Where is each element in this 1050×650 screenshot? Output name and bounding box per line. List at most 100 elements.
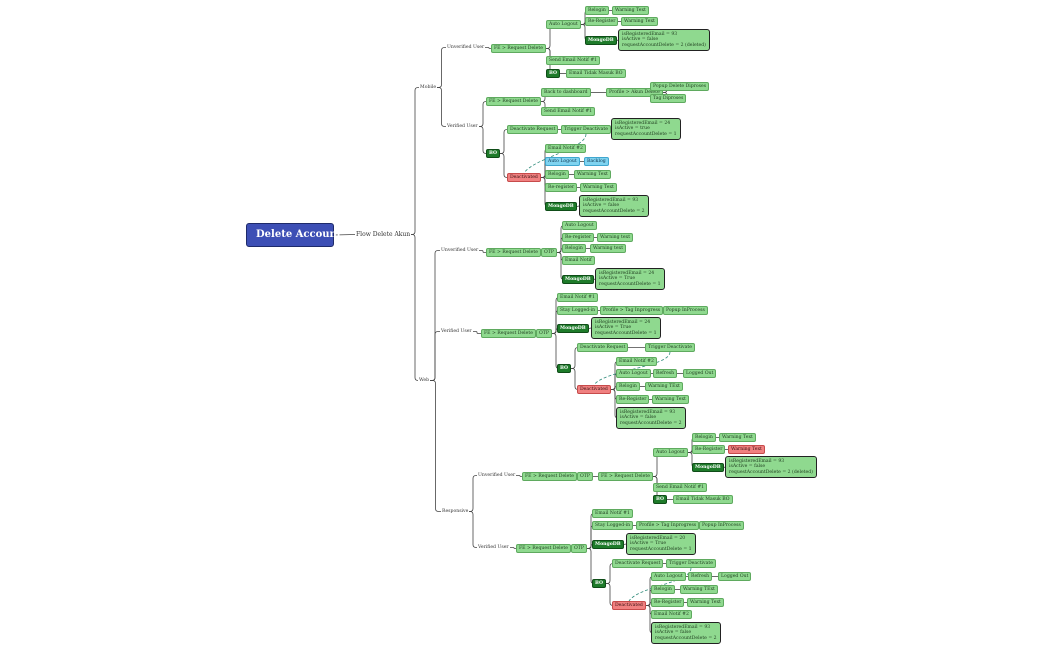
- resp-ver-reregister-warning[interactable]: Warning Text: [687, 598, 724, 608]
- web-ver-mongodb[interactable]: MongoDB: [557, 324, 589, 334]
- web-unv-otp[interactable]: OTP: [541, 248, 557, 258]
- web-ver-email-notif-1[interactable]: Email Notif #1: [557, 293, 598, 303]
- web-ver-email-notif-2[interactable]: Email Notif #2: [616, 357, 657, 367]
- resp-unv-reregister-warning[interactable]: Warning Text: [728, 445, 765, 455]
- resp-ver-bo[interactable]: BO: [592, 579, 606, 589]
- resp-unv-relogin[interactable]: Relogin: [692, 433, 716, 443]
- resp-unv-relogin-warning[interactable]: Warning Text: [719, 433, 756, 443]
- mobile-ver-relogin-warning[interactable]: Warning Text: [574, 170, 611, 180]
- resp-ver-trigger-deactivate[interactable]: Trigger Deactivate: [666, 559, 716, 569]
- resp-ver-auto-logout[interactable]: Auto Logout: [651, 572, 686, 582]
- mobile-ver-mongodb[interactable]: MongoDB: [545, 202, 577, 212]
- web-unverified-user[interactable]: Unverified User: [441, 248, 479, 253]
- web-ver-relogin-warning[interactable]: Warning TExt: [645, 382, 683, 392]
- web-verified-user[interactable]: Verified User: [441, 329, 472, 334]
- mobile-unv-reregister[interactable]: Re-Register: [585, 17, 619, 27]
- mobile-ver-tag[interactable]: Tag Diproses: [650, 94, 687, 104]
- resp-ver-profile-tag[interactable]: Profile > Tag Inprogress: [636, 521, 700, 531]
- resp-ver-reregister[interactable]: Re-Register: [651, 598, 685, 608]
- mobile-ver-deactivated[interactable]: Deactivated: [507, 173, 541, 183]
- web-ver-reregister-warning[interactable]: Warning Text: [652, 395, 689, 405]
- web-ver-popup[interactable]: Popup InProcess: [663, 306, 708, 316]
- resp-verified-user[interactable]: Verified User: [478, 545, 509, 550]
- mobile-ver-reregister-warning[interactable]: Warning Text: [580, 183, 617, 193]
- mobile-unv-bo-email[interactable]: Email Tidak Masuk BO: [566, 69, 626, 79]
- mobile-unverified-user[interactable]: Unverified User: [447, 45, 485, 50]
- web-ver-profile-tag[interactable]: Profile > Tag Inprogress: [600, 306, 664, 316]
- mobile-unv-fe-request[interactable]: FE > Request Delete: [491, 44, 546, 54]
- platform-web[interactable]: Web: [419, 378, 430, 383]
- mobile-ver-send-email[interactable]: Send Email Notif #1: [541, 107, 596, 117]
- resp-ver-mongodb[interactable]: MongoDB: [592, 540, 624, 550]
- resp-unv-fe-request[interactable]: FE > Request Delete: [522, 472, 577, 482]
- mobile-ver-reregister[interactable]: Re-register: [545, 183, 578, 193]
- mobile-verified-user[interactable]: Verified User: [447, 124, 478, 129]
- resp-unv-send-email[interactable]: Send Email Notif #1: [653, 483, 708, 493]
- mobile-ver-deactivate-request[interactable]: Deactivate Request: [507, 125, 559, 135]
- web-ver-refresh[interactable]: Refresh: [653, 369, 678, 379]
- resp-unv-bo[interactable]: BO: [653, 495, 667, 505]
- resp-unv-reregister[interactable]: Re-Register: [692, 445, 726, 455]
- resp-ver-relogin-warning[interactable]: Warning TExt: [680, 585, 718, 595]
- resp-ver-email-notif-1[interactable]: Email Notif #1: [592, 509, 633, 519]
- web-ver-otp[interactable]: OTP: [536, 329, 552, 339]
- resp-ver-stay-logged-in[interactable]: Stay Logged-in: [592, 521, 634, 531]
- web-unv-relogin[interactable]: Relogin: [562, 244, 586, 254]
- mobile-unv-relogin-warning[interactable]: Warning Text: [612, 6, 649, 16]
- mobile-ver-profile-delete[interactable]: Profile > Akun Delete: [606, 88, 663, 98]
- web-unv-reregister-warning[interactable]: Warning text: [597, 233, 634, 243]
- web-unv-mongodb[interactable]: MongoDB: [562, 275, 594, 285]
- platform-responsive[interactable]: Responsive: [442, 509, 469, 514]
- resp-unv-fe-request-2[interactable]: FE > Request Delete: [598, 472, 653, 482]
- web-ver-logged-out[interactable]: Logged Out: [683, 369, 717, 379]
- resp-ver-refresh[interactable]: Refresh: [688, 572, 713, 582]
- resp-ver-popup[interactable]: Popup InProcess: [699, 521, 744, 531]
- mobile-unv-bo[interactable]: BO: [546, 69, 560, 79]
- web-ver-deactivated[interactable]: Deactivated: [577, 385, 611, 395]
- mobile-unv-auto-logout[interactable]: Auto Logout: [546, 20, 581, 30]
- web-ver-deactivate-request[interactable]: Deactivate Request: [577, 343, 629, 353]
- root-node-delete-account[interactable]: Delete Account: [246, 223, 341, 247]
- web-unv-email-notif[interactable]: Email Notif: [562, 256, 595, 266]
- mobile-unv-relogin[interactable]: Relogin: [585, 6, 609, 16]
- resp-ver-logged-out[interactable]: Logged Out: [718, 572, 752, 582]
- web-unv-auto-logout[interactable]: Auto Logout: [562, 221, 597, 231]
- web-ver-relogin[interactable]: Relogin: [616, 382, 640, 392]
- web-ver-stay-logged-in[interactable]: Stay Logged-in: [557, 306, 599, 316]
- resp-unv-mongodb[interactable]: MongoDB: [692, 463, 724, 473]
- mobile-ver-fe-request[interactable]: FE > Request Delete: [486, 97, 541, 107]
- platform-mobile[interactable]: Mobile: [420, 85, 437, 90]
- mobile-ver-back-dashboard[interactable]: Back to dashboard: [541, 88, 591, 98]
- mobile-ver-backlog[interactable]: Backlog: [584, 157, 609, 167]
- resp-ver-deactivated[interactable]: Deactivated: [612, 601, 646, 611]
- web-unv-relogin-warning[interactable]: Warning text: [590, 244, 627, 254]
- mobile-ver-relogin[interactable]: Relogin: [545, 170, 569, 180]
- web-unv-fe-request[interactable]: FE > Request Delete: [486, 248, 541, 258]
- resp-ver-fe-request[interactable]: FE > Request Delete: [516, 544, 571, 554]
- resp-ver-relogin[interactable]: Relogin: [651, 585, 675, 595]
- resp-unv-bo-email[interactable]: Email Tidak Masuk BO: [673, 495, 733, 505]
- mobile-unv-mongodb[interactable]: MongoDB: [585, 36, 617, 46]
- mobile-ver-auto-logout[interactable]: Auto Logout: [545, 157, 580, 167]
- mobile-ver-bo[interactable]: BO: [486, 149, 500, 159]
- resp-unverified-user[interactable]: Unverified User: [478, 473, 516, 478]
- web-ver-bo[interactable]: BO: [557, 364, 571, 374]
- mobile-unv-reregister-warning[interactable]: Warning Text: [621, 17, 658, 27]
- resp-unv-auto-logout[interactable]: Auto Logout: [653, 448, 688, 458]
- web-unv-reregister[interactable]: Re-register: [562, 233, 595, 243]
- web-ver-fe-request[interactable]: FE > Request Delete: [481, 329, 536, 339]
- mobile-unv-send-email[interactable]: Send Email Notif #1: [546, 56, 601, 66]
- web-ver-trigger-deactivate[interactable]: Trigger Deactivate: [645, 343, 695, 353]
- resp-ver-otp[interactable]: OTP: [571, 544, 587, 554]
- resp-ver-email-notif-2[interactable]: Email Notif #2: [651, 610, 692, 620]
- resp-unv-otp[interactable]: OTP: [577, 472, 593, 482]
